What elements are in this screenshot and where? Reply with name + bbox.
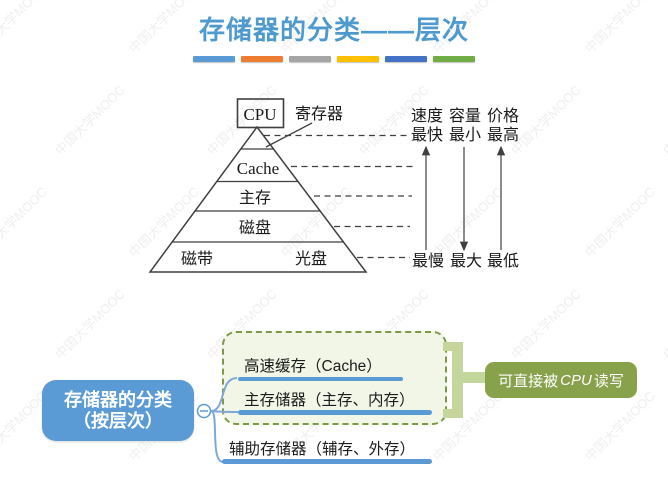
metric-bottom-price: 最低 xyxy=(487,252,519,270)
watermark-text: 中国大学MOOC xyxy=(507,82,584,159)
watermark-text: 中国大学MOOC xyxy=(659,82,668,159)
pyramid-level-tape: 磁带 xyxy=(181,250,213,268)
cache-item-underline xyxy=(238,376,403,381)
metric-top-capacity: 最小 xyxy=(449,126,481,144)
mindmap-root-node[interactable]: 存储器的分类 （按层次） xyxy=(42,380,194,441)
metric-header-price: 价格 xyxy=(487,107,519,125)
main-memory-item-underline xyxy=(238,410,432,415)
watermark-text: 中国大学MOOC xyxy=(125,184,202,261)
metric-top-speed: 最快 xyxy=(411,126,443,144)
watermark-text: 中国大学MOOC xyxy=(51,286,128,363)
metric-header-speed: 速度 xyxy=(411,107,443,125)
cpu-box-label: CPU xyxy=(243,105,276,124)
pyramid-level-main-memory: 主存 xyxy=(239,189,271,207)
watermark-text: 中国大学MOOC xyxy=(581,184,658,261)
pyramid-level-cache: Cache xyxy=(237,159,279,178)
collapse-toggle[interactable] xyxy=(196,403,212,419)
pyramid-level-disk: 磁盘 xyxy=(239,218,271,237)
mindmap-item-cache[interactable]: 高速缓存（Cache） xyxy=(244,358,382,375)
watermark-text: 中国大学MOOC xyxy=(355,82,432,159)
watermark-text: 中国大学MOOC xyxy=(203,82,280,159)
mindmap-item-auxiliary-memory[interactable]: 辅助存储器（辅存、外存） xyxy=(229,441,416,458)
note-suffix: 读写 xyxy=(593,372,624,390)
metric-top-price: 最高 xyxy=(487,126,519,144)
accent-bar xyxy=(289,56,331,62)
register-label: 寄存器 xyxy=(295,105,343,123)
watermark-text: 中国大学MOOC xyxy=(507,286,584,363)
cpu-readwrite-note: 可直接被 CPU 读写 xyxy=(485,362,637,398)
pyramid-level-optical-disc: 光盘 xyxy=(295,249,327,268)
note-cpu: CPU xyxy=(560,371,592,389)
watermark-text: 中国大学MOOC xyxy=(659,286,668,363)
note-prefix: 可直接被 xyxy=(498,372,559,390)
metric-header-capacity: 容量 xyxy=(449,107,481,125)
memory-pyramid xyxy=(148,125,368,273)
root-label-line1: 存储器的分类 xyxy=(64,389,172,410)
accent-bar xyxy=(433,56,475,62)
metric-bottom-capacity: 最大 xyxy=(450,252,482,270)
mindmap-item-main-memory[interactable]: 主存储器（主存、内存） xyxy=(244,392,415,409)
auxiliary-memory-item-underline xyxy=(222,459,432,464)
cpu-box xyxy=(236,98,285,129)
root-label-line2: （按层次） xyxy=(73,410,163,431)
accent-bar xyxy=(385,56,427,62)
metric-bottom-speed: 最慢 xyxy=(412,252,444,270)
accent-bar-row xyxy=(193,56,475,62)
watermark-text: 中国大学MOOC xyxy=(0,184,50,261)
dashed-level-lines xyxy=(264,134,413,259)
page-title: 存储器的分类——层次 xyxy=(198,15,469,45)
accent-bar xyxy=(337,56,379,62)
accent-bar xyxy=(193,56,235,62)
watermark-text: 中国大学MOOC xyxy=(429,184,506,261)
accent-bar xyxy=(241,56,283,62)
watermark-text: 中国大学MOOC xyxy=(51,82,128,159)
register-leader-line xyxy=(265,122,313,148)
group-bracket xyxy=(443,342,485,418)
watermark-text: 中国大学MOOC xyxy=(277,184,354,261)
